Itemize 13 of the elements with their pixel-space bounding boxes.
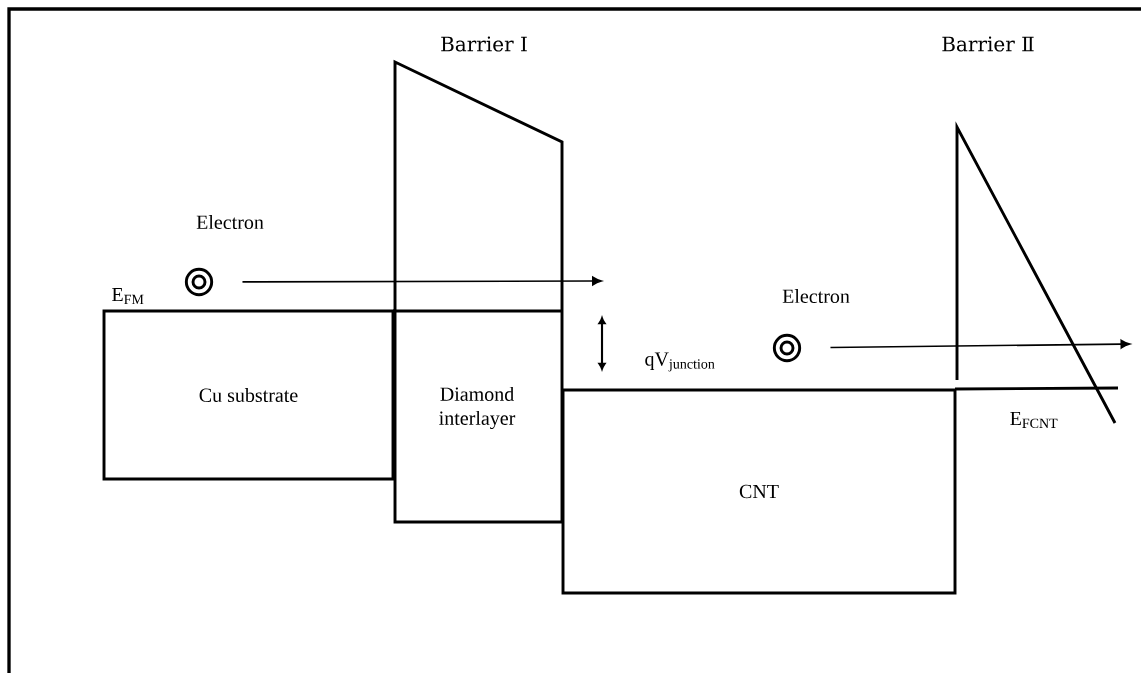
barrier-label: Barrier Ⅰ xyxy=(441,36,527,52)
energy-level-label: E$_{FCNT}$ xyxy=(1010,411,1058,429)
arrow xyxy=(829,339,1131,349)
energy-level-label: E$_{FM}$ xyxy=(112,288,144,304)
band-box: CNT xyxy=(561,388,957,595)
electron-symbol xyxy=(772,333,802,363)
junction-label: qV$_{junction}$ xyxy=(645,352,715,372)
arrow xyxy=(241,276,602,286)
band-box: Cu substrate xyxy=(102,309,395,481)
electron-symbol xyxy=(184,267,214,297)
barrier-label: Barrier Ⅱ xyxy=(942,36,1034,52)
electron-label: Electron xyxy=(196,214,264,229)
electron-label: Electron xyxy=(782,288,850,303)
